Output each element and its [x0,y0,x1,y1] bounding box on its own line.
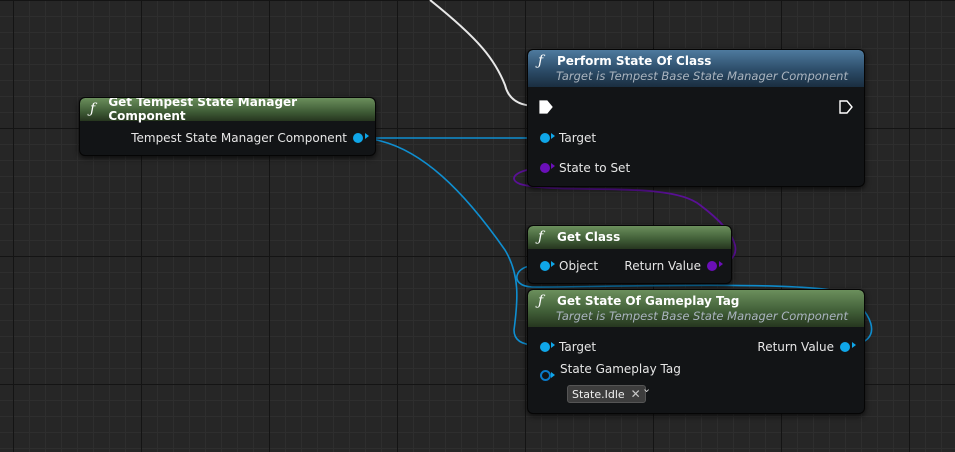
function-icon: ƒ [538,53,544,69]
gameplay-tag-chip[interactable]: State.Idle ✕ [567,385,646,403]
return-pin-label: Return Value [624,259,701,273]
pin-arrow-icon [551,163,555,169]
pin-arrow-icon [852,342,856,348]
node-header[interactable]: ƒ Perform State Of Class Target is Tempe… [528,50,864,87]
tag-value: State.Idle [572,387,625,401]
pin-arrow-icon [551,133,555,139]
function-icon: ƒ [538,229,544,245]
node-title: Get Tempest State Manager Component [108,97,298,123]
target-pin-label: Target [559,340,597,354]
gameplay-tag-pin[interactable] [540,370,551,381]
state-pin-row: State to Set [540,161,630,175]
return-pin-label: Return Value [757,340,834,354]
pin-arrow-icon [551,342,555,348]
clear-tag-icon[interactable]: ✕ [630,387,641,401]
target-pin-label: Target [559,131,597,145]
node-header[interactable]: ƒ Get State Of Gameplay Tag Target is Te… [528,290,864,327]
node-header[interactable]: ƒ Get Tempest State Manager Component [80,97,375,123]
node-title: Perform State Of Class [557,54,712,68]
exec-out-pin-icon[interactable] [839,100,853,114]
function-icon: ƒ [538,293,544,309]
pin-arrow-icon [551,372,555,378]
pin-arrow-icon [719,261,723,267]
get-state-of-gameplay-tag-node[interactable]: ƒ Get State Of Gameplay Tag Target is Te… [527,289,865,414]
return-pin-row: Return Value [624,259,723,273]
tag-pin-row: State Gameplay Tag [540,362,681,381]
pin-arrow-icon [365,133,369,139]
output-pin-label: Tempest State Manager Component [131,131,347,145]
tag-dropdown-chevron-icon[interactable]: ⌄ [642,382,652,395]
class-return-pin[interactable] [707,261,717,271]
object-pin-label: Object [559,259,599,273]
target-pin-row: Target [540,131,596,145]
node-subtitle: Target is Tempest Base State Manager Com… [556,309,848,323]
object-pin-row: Object [540,259,598,273]
get-state-manager-node[interactable]: ƒ Get Tempest State Manager Component Te… [79,97,376,156]
return-pin-row: Return Value [757,340,856,354]
get-class-node[interactable]: ƒ Get Class Object Return Value [527,225,732,284]
target-wire-getstate[interactable] [359,137,537,346]
object-wire[interactable] [516,265,873,346]
tag-pin-label: State Gameplay Tag [560,361,681,376]
class-wire[interactable] [513,167,737,267]
return-value-pin[interactable] [840,342,850,352]
perform-state-of-class-node[interactable]: ƒ Perform State Of Class Target is Tempe… [527,49,865,187]
exec-in-pin-icon[interactable] [539,100,553,114]
node-header[interactable]: ƒ Get Class [528,226,731,249]
pin-arrow-icon [551,261,555,267]
function-icon: ƒ [90,101,96,117]
target-pin[interactable] [540,342,550,352]
output-pin-row: Tempest State Manager Component [131,131,369,145]
node-subtitle: Target is Tempest Base State Manager Com… [556,69,848,83]
target-pin[interactable] [540,133,550,143]
node-title: Get State Of Gameplay Tag [557,294,740,308]
state-pin-label: State to Set [559,161,631,175]
exec-wire[interactable] [429,0,537,107]
target-pin-row: Target [540,340,596,354]
object-pin[interactable] [353,133,363,143]
state-to-set-pin[interactable] [540,163,550,173]
object-pin[interactable] [540,261,550,271]
node-title: Get Class [557,230,621,244]
